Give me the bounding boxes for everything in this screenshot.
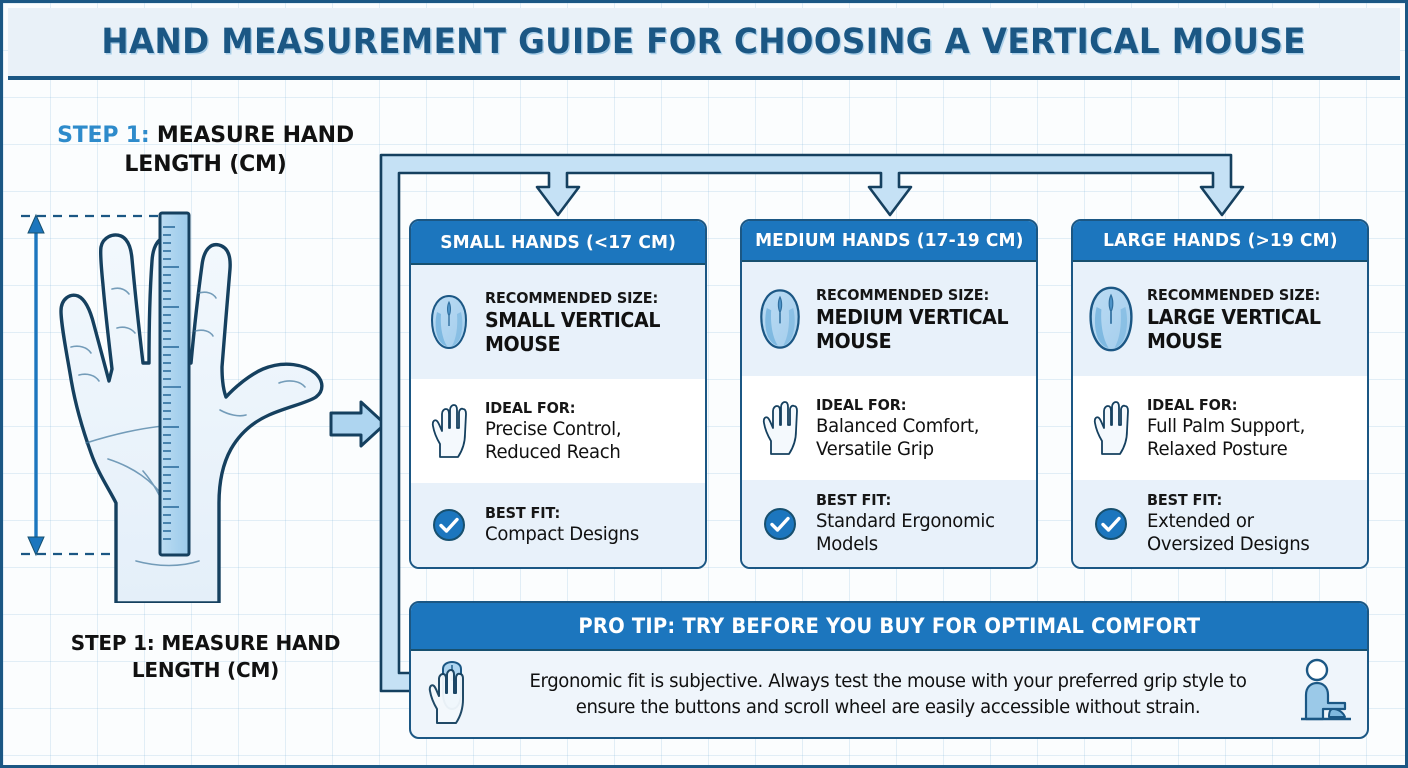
card-row-ideal-for: IDEAL FOR: Precise Control, Reduced Reac… (411, 379, 705, 483)
card-medium-hands[interactable]: MEDIUM HANDS (17-19 CM) RECOMMENDED SIZE… (740, 219, 1038, 569)
hand-shape (59, 233, 324, 605)
row-value: Standard Ergonomic Models (816, 510, 995, 555)
row-value: LARGE VERTICAL MOUSE (1147, 304, 1321, 353)
card-row-best-fit: BEST FIT: Extended or Oversized Designs (1073, 480, 1367, 567)
open-hand-icon (425, 404, 473, 458)
hand-with-ruler-illustration (13, 203, 403, 605)
hand-illustration-svg (21, 211, 387, 605)
card-large-hands[interactable]: LARGE HANDS (>19 CM) RECOMMENDED SIZE: L… (1071, 219, 1369, 569)
row-label: IDEAL FOR: (816, 395, 907, 414)
step-heading: STEP 1: MEASURE HAND LENGTH (CM) (33, 121, 378, 179)
row-value: Balanced Comfort, Versatile Grip (816, 414, 980, 460)
row-value: Precise Control, Reduced Reach (485, 417, 622, 463)
row-label: BEST FIT: (816, 491, 892, 509)
pro-tip-header: PRO TIP: TRY BEFORE YOU BUY FOR OPTIMAL … (411, 603, 1367, 651)
pro-tip-header-title: PRO TIP: TRY BEFORE YOU BUY FOR OPTIMAL … (578, 614, 1200, 638)
palm-crease-lines (70, 287, 306, 567)
card-row-best-fit: BEST FIT: Compact Designs (411, 483, 705, 567)
card-row-ideal-for: IDEAL FOR: Full Palm Support, Relaxed Po… (1073, 376, 1367, 480)
hand-on-mouse-icon (421, 659, 483, 730)
row-label: IDEAL FOR: (1147, 395, 1238, 414)
card-header-title: SMALL HANDS (<17 CM) (440, 231, 676, 253)
row-label: BEST FIT: (485, 504, 561, 522)
row-value: Compact Designs (485, 523, 639, 545)
row-value: Full Palm Support, Relaxed Posture (1147, 414, 1306, 460)
card-header: LARGE HANDS (>19 CM) (1073, 221, 1367, 262)
row-label: BEST FIT: (1147, 491, 1223, 509)
pro-tip-text: Ergonomic fit is subjective. Always test… (529, 670, 1247, 718)
open-hand-icon (756, 401, 804, 455)
right-arrow-icon (329, 400, 387, 448)
row-value: Extended or Oversized Designs (1147, 510, 1310, 555)
pro-tip-panel[interactable]: PRO TIP: TRY BEFORE YOU BUY FOR OPTIMAL … (409, 601, 1369, 739)
row-value: SMALL VERTICAL MOUSE (485, 307, 661, 356)
card-header: MEDIUM HANDS (17-19 CM) (742, 221, 1036, 262)
row-label: IDEAL FOR: (485, 398, 576, 417)
card-row-recommended-size: RECOMMENDED SIZE: LARGE VERTICAL MOUSE (1073, 262, 1367, 376)
row-label: RECOMMENDED SIZE: (1147, 285, 1321, 304)
person-at-desk-icon (1293, 657, 1357, 732)
vertical-mouse-icon (756, 288, 804, 350)
row-value: MEDIUM VERTICAL MOUSE (816, 304, 1009, 353)
vertical-mouse-icon (1087, 285, 1135, 353)
check-circle-icon (425, 508, 473, 542)
page-header-band: HAND MEASUREMENT GUIDE FOR CHOOSING A VE… (8, 8, 1400, 80)
card-row-recommended-size: RECOMMENDED SIZE: MEDIUM VERTICAL MOUSE (742, 262, 1036, 376)
check-circle-icon (1087, 507, 1135, 541)
step-heading-rest: MEASURE HAND LENGTH (CM) (124, 123, 354, 177)
check-circle-icon (756, 507, 804, 541)
card-row-recommended-size: RECOMMENDED SIZE: SMALL VERTICAL MOUSE (411, 265, 705, 379)
step-heading-accent: STEP 1: (57, 123, 150, 148)
step-caption: STEP 1: MEASURE HAND LENGTH (CM) (70, 631, 341, 682)
vertical-mouse-icon (425, 294, 473, 350)
row-label: RECOMMENDED SIZE: (485, 288, 659, 307)
card-header-title: LARGE HANDS (>19 CM) (1102, 230, 1338, 251)
open-hand-icon (1087, 401, 1135, 455)
card-header-title: MEDIUM HANDS (17-19 CM) (754, 230, 1024, 251)
card-row-ideal-for: IDEAL FOR: Balanced Comfort, Versatile G… (742, 376, 1036, 480)
page-title: HAND MEASUREMENT GUIDE FOR CHOOSING A VE… (101, 22, 1307, 62)
card-small-hands[interactable]: SMALL HANDS (<17 CM) RECOMMENDED SIZE: S… (409, 219, 707, 569)
card-row-best-fit: BEST FIT: Standard Ergonomic Models (742, 480, 1036, 567)
row-label: RECOMMENDED SIZE: (816, 285, 990, 304)
pro-tip-body: Ergonomic fit is subjective. Always test… (411, 651, 1367, 737)
ruler-icon (158, 211, 191, 557)
card-header: SMALL HANDS (<17 CM) (411, 221, 705, 265)
